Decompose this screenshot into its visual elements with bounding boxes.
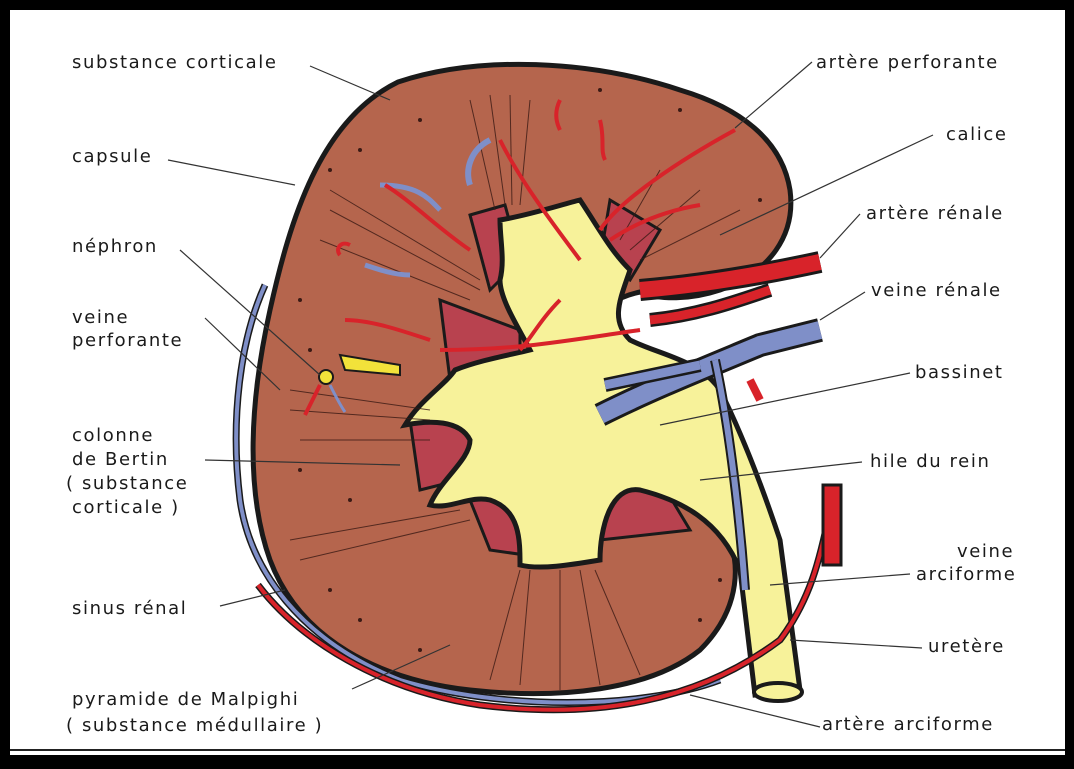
label-uretere: uretère bbox=[928, 636, 1005, 658]
label-capsule: capsule bbox=[72, 146, 152, 168]
label-hile-du-rein: hile du rein bbox=[870, 451, 990, 473]
label-artere-perforante: artère perforante bbox=[816, 52, 999, 74]
label-veine-arciforme-2: arciforme bbox=[916, 564, 1016, 586]
label-nephron: néphron bbox=[72, 236, 158, 258]
label-substance-corticale: substance corticale bbox=[72, 52, 278, 74]
label-veine-perforante-1: veine bbox=[72, 307, 129, 329]
artery-stub bbox=[823, 485, 841, 565]
label-artere-renale: artère rénale bbox=[866, 203, 1004, 225]
label-colonne-1: colonne bbox=[72, 425, 154, 447]
label-sinus-renal: sinus rénal bbox=[72, 598, 187, 620]
label-calice: calice bbox=[946, 124, 1008, 146]
label-bassinet: bassinet bbox=[915, 362, 1004, 384]
label-veine-arciforme-1: veine bbox=[957, 541, 1014, 563]
label-pyramide-2: ( substance médullaire ) bbox=[66, 715, 323, 737]
label-colonne-2: de Bertin bbox=[72, 449, 169, 471]
label-colonne-3: ( substance bbox=[66, 473, 188, 495]
label-artere-arciforme: artère arciforme bbox=[822, 714, 994, 736]
label-colonne-4: corticale ) bbox=[72, 497, 180, 519]
ureter-opening bbox=[754, 683, 802, 701]
label-pyramide-1: pyramide de Malpighi bbox=[72, 689, 299, 711]
label-veine-perforante-2: perforante bbox=[72, 330, 183, 352]
label-veine-renale: veine rénale bbox=[871, 280, 1002, 302]
